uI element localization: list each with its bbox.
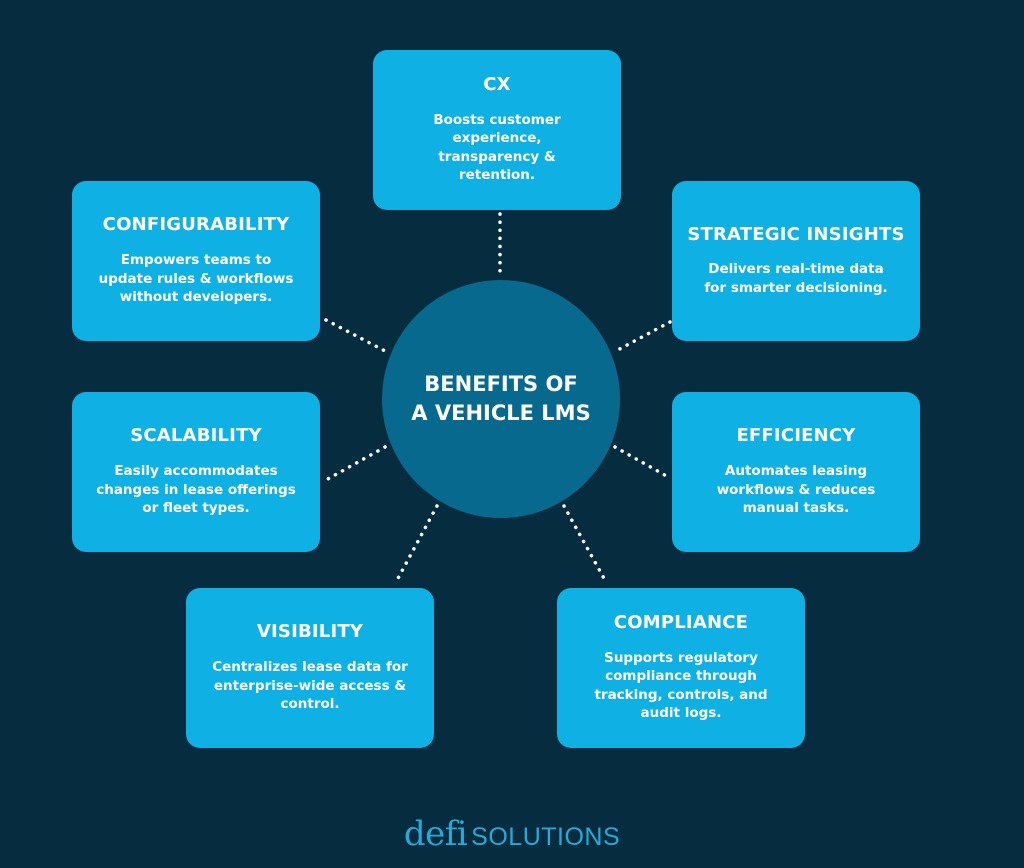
benefit-title: CX [483, 74, 511, 96]
benefit-title: VISIBILITY [256, 621, 364, 643]
benefit-card-strategic-insights: STRATEGIC INSIGHTS Delivers real-time da… [672, 181, 920, 341]
center-hub: BENEFITS OF A VEHICLE LMS [382, 280, 620, 518]
connector-efficiency [613, 445, 672, 480]
connector-scalability [324, 445, 387, 482]
benefit-description: Boosts customer experience, transparency… [433, 111, 561, 184]
benefit-title: COMPLIANCE [613, 612, 749, 634]
benefit-card-visibility: VISIBILITY Centralizes lease data for en… [186, 588, 434, 748]
benefit-description: Empowers teams to update rules & workflo… [98, 252, 294, 306]
benefit-card-cx: CX Boosts customer experience, transpare… [373, 50, 621, 210]
benefit-card-configurability: CONFIGURABILITY Empowers teams to update… [72, 181, 320, 341]
hub-title-line-2: A VEHICLE LMS [411, 401, 591, 425]
hub-title-line-1: BENEFITS OF [424, 372, 578, 396]
benefit-description: Automates leasing workflows & reduces ma… [716, 463, 876, 517]
logo-word-defi: defi [403, 814, 468, 854]
benefit-description: Centralizes lease data for enterprise-wi… [212, 659, 408, 713]
benefit-title: STRATEGIC INSIGHTS [687, 223, 905, 245]
logo-word-solutions: SOLUTIONS [471, 823, 621, 851]
connector-strategic-insights [612, 320, 672, 354]
connector-visibility [394, 504, 439, 584]
benefit-card-compliance: COMPLIANCE Supports regulatory complianc… [557, 588, 805, 748]
benefit-card-efficiency: EFFICIENCY Automates leasing workflows &… [672, 392, 920, 552]
benefit-title: CONFIGURABILITY [102, 214, 290, 236]
benefit-description: Delivers real-time data for smarter deci… [704, 261, 888, 296]
benefit-description: Supports regulatory compliance through t… [594, 649, 768, 722]
connector-compliance [562, 504, 608, 584]
connector-configurability [324, 318, 389, 354]
benefit-title: SCALABILITY [130, 425, 262, 447]
benefit-description: Easily accommodates changes in lease off… [96, 463, 296, 517]
benefit-card-scalability: SCALABILITY Easily accommodates changes … [72, 392, 320, 552]
benefit-title: EFFICIENCY [736, 425, 856, 447]
